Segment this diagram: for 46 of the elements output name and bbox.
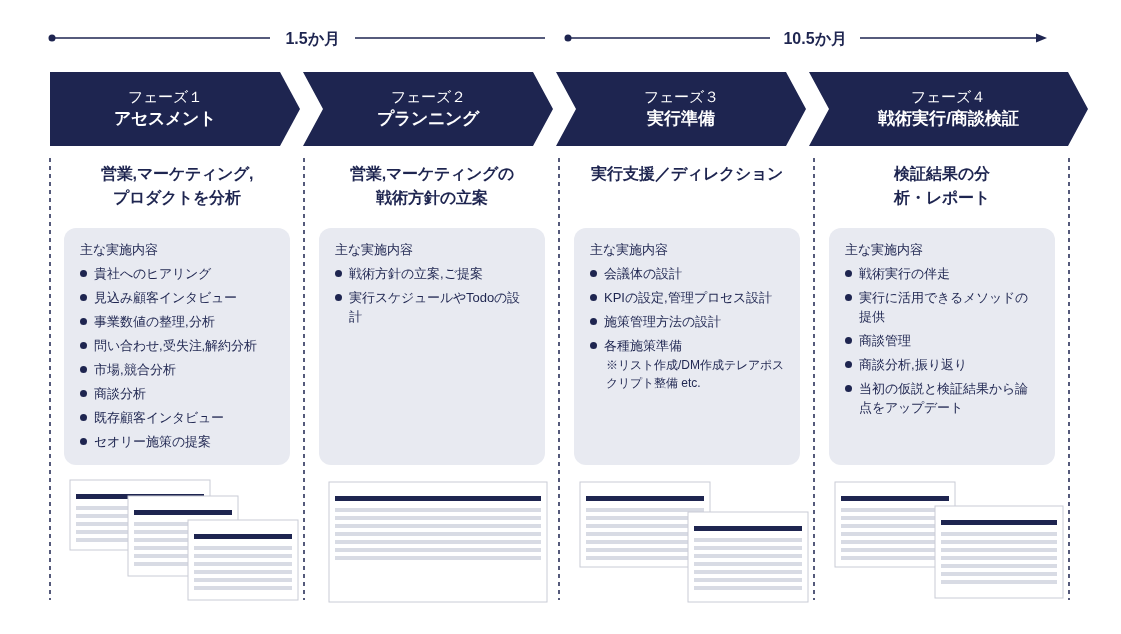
list-item-text: 見込み顧客インタビュー [94, 289, 237, 307]
phase-number: フェーズ４ [911, 87, 986, 107]
list-item-text: 施策管理方法の設計 [604, 313, 721, 331]
column-heading: 営業,マーケティング,プロダクトを分析 [99, 164, 255, 208]
duration-label: 10.5か月 [782, 29, 848, 49]
column-heading: 実行支援／ディレクション [590, 164, 784, 184]
list-item-text: 実行に活用できるメソッドの提供 [859, 289, 1029, 326]
list-item-text: 各種施策準備 [604, 337, 682, 355]
list-item-text: 市場,競合分析 [94, 361, 176, 379]
card-subheading: 主な実施内容 [845, 241, 924, 259]
list-item-text: 問い合わせ,受失注,解約分析 [94, 337, 258, 355]
phase-title: アセスメント [114, 108, 216, 130]
list-item-text: 戦術方針の立案,ご提案 [349, 265, 483, 283]
content-card [829, 228, 1055, 465]
card-subheading: 主な実施内容 [335, 241, 414, 259]
list-item-text: 商談管理 [859, 332, 911, 350]
phase-number: フェーズ１ [127, 87, 203, 107]
list-item-text: 実行スケジュールやTodoの設計 [349, 289, 522, 326]
list-item-text: 商談分析 [94, 385, 146, 403]
duration-label: 1.5か月 [284, 29, 341, 49]
column-heading: 営業,マーケティングの戦術方針の立案 [348, 164, 516, 208]
list-item-text: KPIの設定,管理プロセス設計 [604, 289, 772, 307]
list-item-text: 商談分析,振り返り [859, 356, 967, 374]
column-heading: 検証結果の分析・レポート [892, 164, 991, 208]
list-item-text: 事業数値の整理,分析 [94, 313, 215, 331]
phase-title: プランニング [377, 108, 479, 130]
card-subheading: 主な実施内容 [590, 241, 669, 259]
content-card [319, 228, 545, 465]
phase-banner [50, 72, 300, 146]
list-item-text: 貴社へのヒアリング [94, 265, 211, 283]
list-item-text: 当初の仮説と検証結果から論点をアップデート [859, 380, 1029, 417]
phase-number: フェーズ３ [643, 87, 719, 107]
list-item-text: セオリー施策の提案 [94, 433, 211, 451]
card-subheading: 主な実施内容 [80, 241, 159, 259]
phase-banner [809, 72, 1088, 146]
phase-number: フェーズ２ [390, 87, 466, 107]
content-card [64, 228, 290, 465]
phase-banner [303, 72, 553, 146]
list-item-text: 会議体の設計 [604, 265, 682, 283]
phase-title: 実行準備 [647, 108, 715, 130]
content-card [574, 228, 800, 465]
phase-title: 戦術実行/商談検証 [878, 108, 1019, 130]
note-text: ※リスト作成/DM作成テレアポスクリプト整備 etc. [605, 357, 784, 392]
phase-banner [556, 72, 806, 146]
list-item-text: 戦術実行の伴走 [859, 265, 950, 283]
list-item-text: 既存顧客インタビュー [94, 409, 224, 427]
